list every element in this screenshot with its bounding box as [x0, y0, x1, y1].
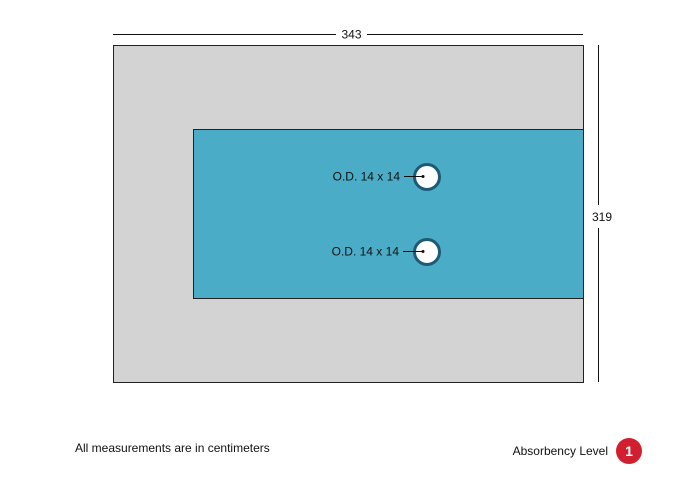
absorbency-level-badge: 1	[616, 438, 642, 464]
drain-1-label: O.D. 14 x 14	[333, 170, 401, 184]
width-dimension-label: 343	[341, 28, 361, 42]
drain-1-leader-dot	[421, 175, 425, 178]
absorbency-legend: Absorbency Level 1	[513, 438, 642, 464]
height-dimension: 319	[592, 45, 612, 382]
height-dimension-label: 319	[592, 210, 612, 224]
absorbency-level-label: Absorbency Level	[512, 444, 608, 458]
measurement-units-note: All measurements are in centimeters	[75, 441, 270, 455]
drain-2-label: O.D. 14 x 14	[332, 245, 400, 259]
inner-area	[193, 129, 584, 299]
drain-2: O.D. 14 x 14	[332, 238, 441, 266]
width-dimension: 343	[113, 28, 583, 42]
drain-1: O.D. 14 x 14	[333, 163, 441, 191]
drain-2-leader-dot	[421, 250, 425, 253]
